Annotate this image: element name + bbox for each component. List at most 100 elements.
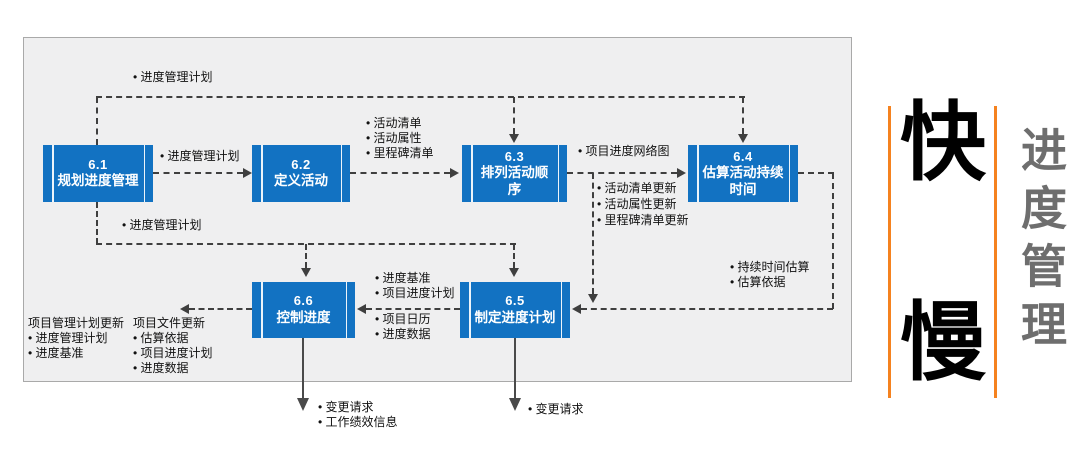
arrowhead-63-to-64	[677, 168, 686, 178]
label-item: • 估算依据	[730, 275, 786, 289]
line-66-out-left	[189, 308, 252, 310]
process-box-6-1: 6.1 规划进度管理	[43, 145, 153, 202]
box-stripe	[261, 145, 263, 202]
line-into-65-top	[513, 244, 515, 268]
line-65-out-bottom	[514, 338, 516, 398]
arrowhead-into-65-right	[572, 304, 581, 314]
box-stripe	[697, 145, 699, 202]
label-plan-lower: • 进度管理计划	[122, 218, 202, 232]
arrowhead-into-64	[738, 134, 748, 143]
arrowhead-66-out-left	[180, 304, 189, 314]
label-item: • 活动属性	[366, 131, 422, 145]
arrowhead-into-63	[509, 134, 519, 143]
process-number: 6.4	[733, 148, 753, 164]
label-item: • 变更请求	[528, 402, 584, 416]
line-into-66-top	[305, 244, 307, 268]
process-box-6-5: 6.5 制定进度计划	[460, 282, 570, 338]
line-66-out-bottom	[302, 338, 304, 398]
arrowhead-62-to-63	[450, 168, 459, 178]
line-63-to-64	[567, 172, 677, 174]
process-title: 规划进度管理	[57, 173, 139, 189]
line-62-to-63	[350, 172, 450, 174]
label-item: • 里程碑清单	[366, 146, 434, 160]
process-title: 定义活动	[274, 173, 328, 189]
label-header: 项目管理计划更新	[28, 316, 125, 330]
label-item: • 活动清单更新	[597, 181, 677, 195]
box-stripe	[557, 145, 559, 202]
process-title: 估算活动持续时间	[702, 164, 784, 197]
arrowhead-into-65-top	[509, 268, 519, 277]
label-item: • 进度基准	[28, 346, 84, 360]
label-item: • 活动属性更新	[597, 197, 677, 211]
vertical-title-schedule-management: 进度管理	[1015, 126, 1067, 358]
label-plan-61-62: • 进度管理计划	[160, 149, 240, 163]
label-top-schedule-plan: • 进度管理计划	[133, 70, 213, 84]
arrowhead-66-out-bottom	[297, 398, 309, 411]
label-item: • 进度管理计划	[28, 331, 108, 345]
label-group-out-62: • 活动清单 • 活动属性 • 里程碑清单	[366, 116, 434, 161]
fast-character: 快	[900, 95, 986, 191]
label-group-doc-updates: 项目文件更新 • 估算依据 • 项目进度计划 • 进度数据	[133, 316, 213, 376]
label-item: • 进度基准	[375, 271, 431, 285]
line-61-to-62	[153, 172, 243, 174]
arrowhead-65-out-bottom	[509, 398, 521, 411]
box-stripe	[471, 145, 473, 202]
box-stripe	[261, 282, 263, 338]
label-group-out-64: • 持续时间估算 • 估算依据	[730, 260, 810, 290]
label-network-diagram: • 项目进度网络图	[578, 144, 670, 158]
label-group-out-65-bottom: • 变更请求	[528, 402, 584, 417]
process-number: 6.6	[293, 293, 314, 309]
orange-divider-left	[888, 106, 891, 398]
label-group-out-66-bottom: • 变更请求 • 工作绩效信息	[318, 400, 398, 430]
label-item: • 工作绩效信息	[318, 415, 398, 429]
box-stripe	[340, 145, 342, 202]
label-group-out-63: • 活动清单更新 • 活动属性更新 • 里程碑清单更新	[597, 180, 689, 228]
process-box-6-4: 6.4 估算活动持续时间	[688, 145, 798, 202]
box-stripe	[143, 145, 145, 202]
line-top-plan	[96, 96, 745, 98]
box-stripe	[345, 282, 347, 338]
arrowhead-65-to-66	[357, 304, 366, 314]
arrowhead-63-branch	[588, 294, 598, 303]
box-stripe	[52, 145, 54, 202]
label-item: • 项目日历	[375, 312, 431, 326]
process-box-6-6: 6.6 控制进度	[252, 282, 355, 338]
line-64-right	[798, 172, 834, 174]
box-stripe	[469, 282, 471, 338]
label-item: • 估算依据	[133, 331, 189, 345]
label-item: • 项目进度计划	[375, 286, 455, 300]
label-item: • 项目进度计划	[133, 346, 213, 360]
line-into-63-top	[513, 97, 515, 134]
label-group-in-66-bottom: • 项目日历 • 进度数据	[375, 312, 431, 342]
label-item: • 变更请求	[318, 400, 374, 414]
process-title: 排列活动顺序	[480, 164, 549, 197]
label-header: 项目文件更新	[133, 316, 206, 330]
line-65-to-66	[366, 308, 460, 310]
process-number: 6.1	[88, 156, 108, 172]
process-title: 控制进度	[276, 309, 331, 325]
process-box-6-2: 6.2 定义活动	[252, 145, 350, 202]
label-group-pm-updates: 项目管理计划更新 • 进度管理计划 • 进度基准	[28, 316, 124, 361]
orange-divider-right	[994, 106, 997, 398]
process-flow-panel	[23, 37, 852, 382]
label-item: • 进度数据	[375, 327, 431, 341]
process-box-6-3: 6.3 排列活动顺序	[462, 145, 567, 202]
label-group-in-66-top: • 进度基准 • 项目进度计划	[375, 271, 455, 301]
label-item: • 进度数据	[133, 361, 189, 375]
line-63-branch-down	[592, 173, 594, 294]
process-number: 6.2	[291, 156, 311, 172]
line-61-up	[96, 97, 98, 145]
line-into-64-top	[742, 97, 744, 134]
process-number: 6.5	[505, 293, 525, 309]
arrowhead-61-to-62	[243, 168, 252, 178]
box-stripe	[560, 282, 562, 338]
label-item: • 活动清单	[366, 116, 422, 130]
process-number: 6.3	[504, 148, 525, 164]
process-title: 制定进度计划	[474, 309, 556, 325]
line-61-down	[96, 202, 98, 244]
line-into-65-right	[581, 308, 833, 310]
label-item: • 里程碑清单更新	[597, 213, 689, 227]
box-stripe	[788, 145, 790, 202]
label-item: • 持续时间估算	[730, 260, 810, 274]
